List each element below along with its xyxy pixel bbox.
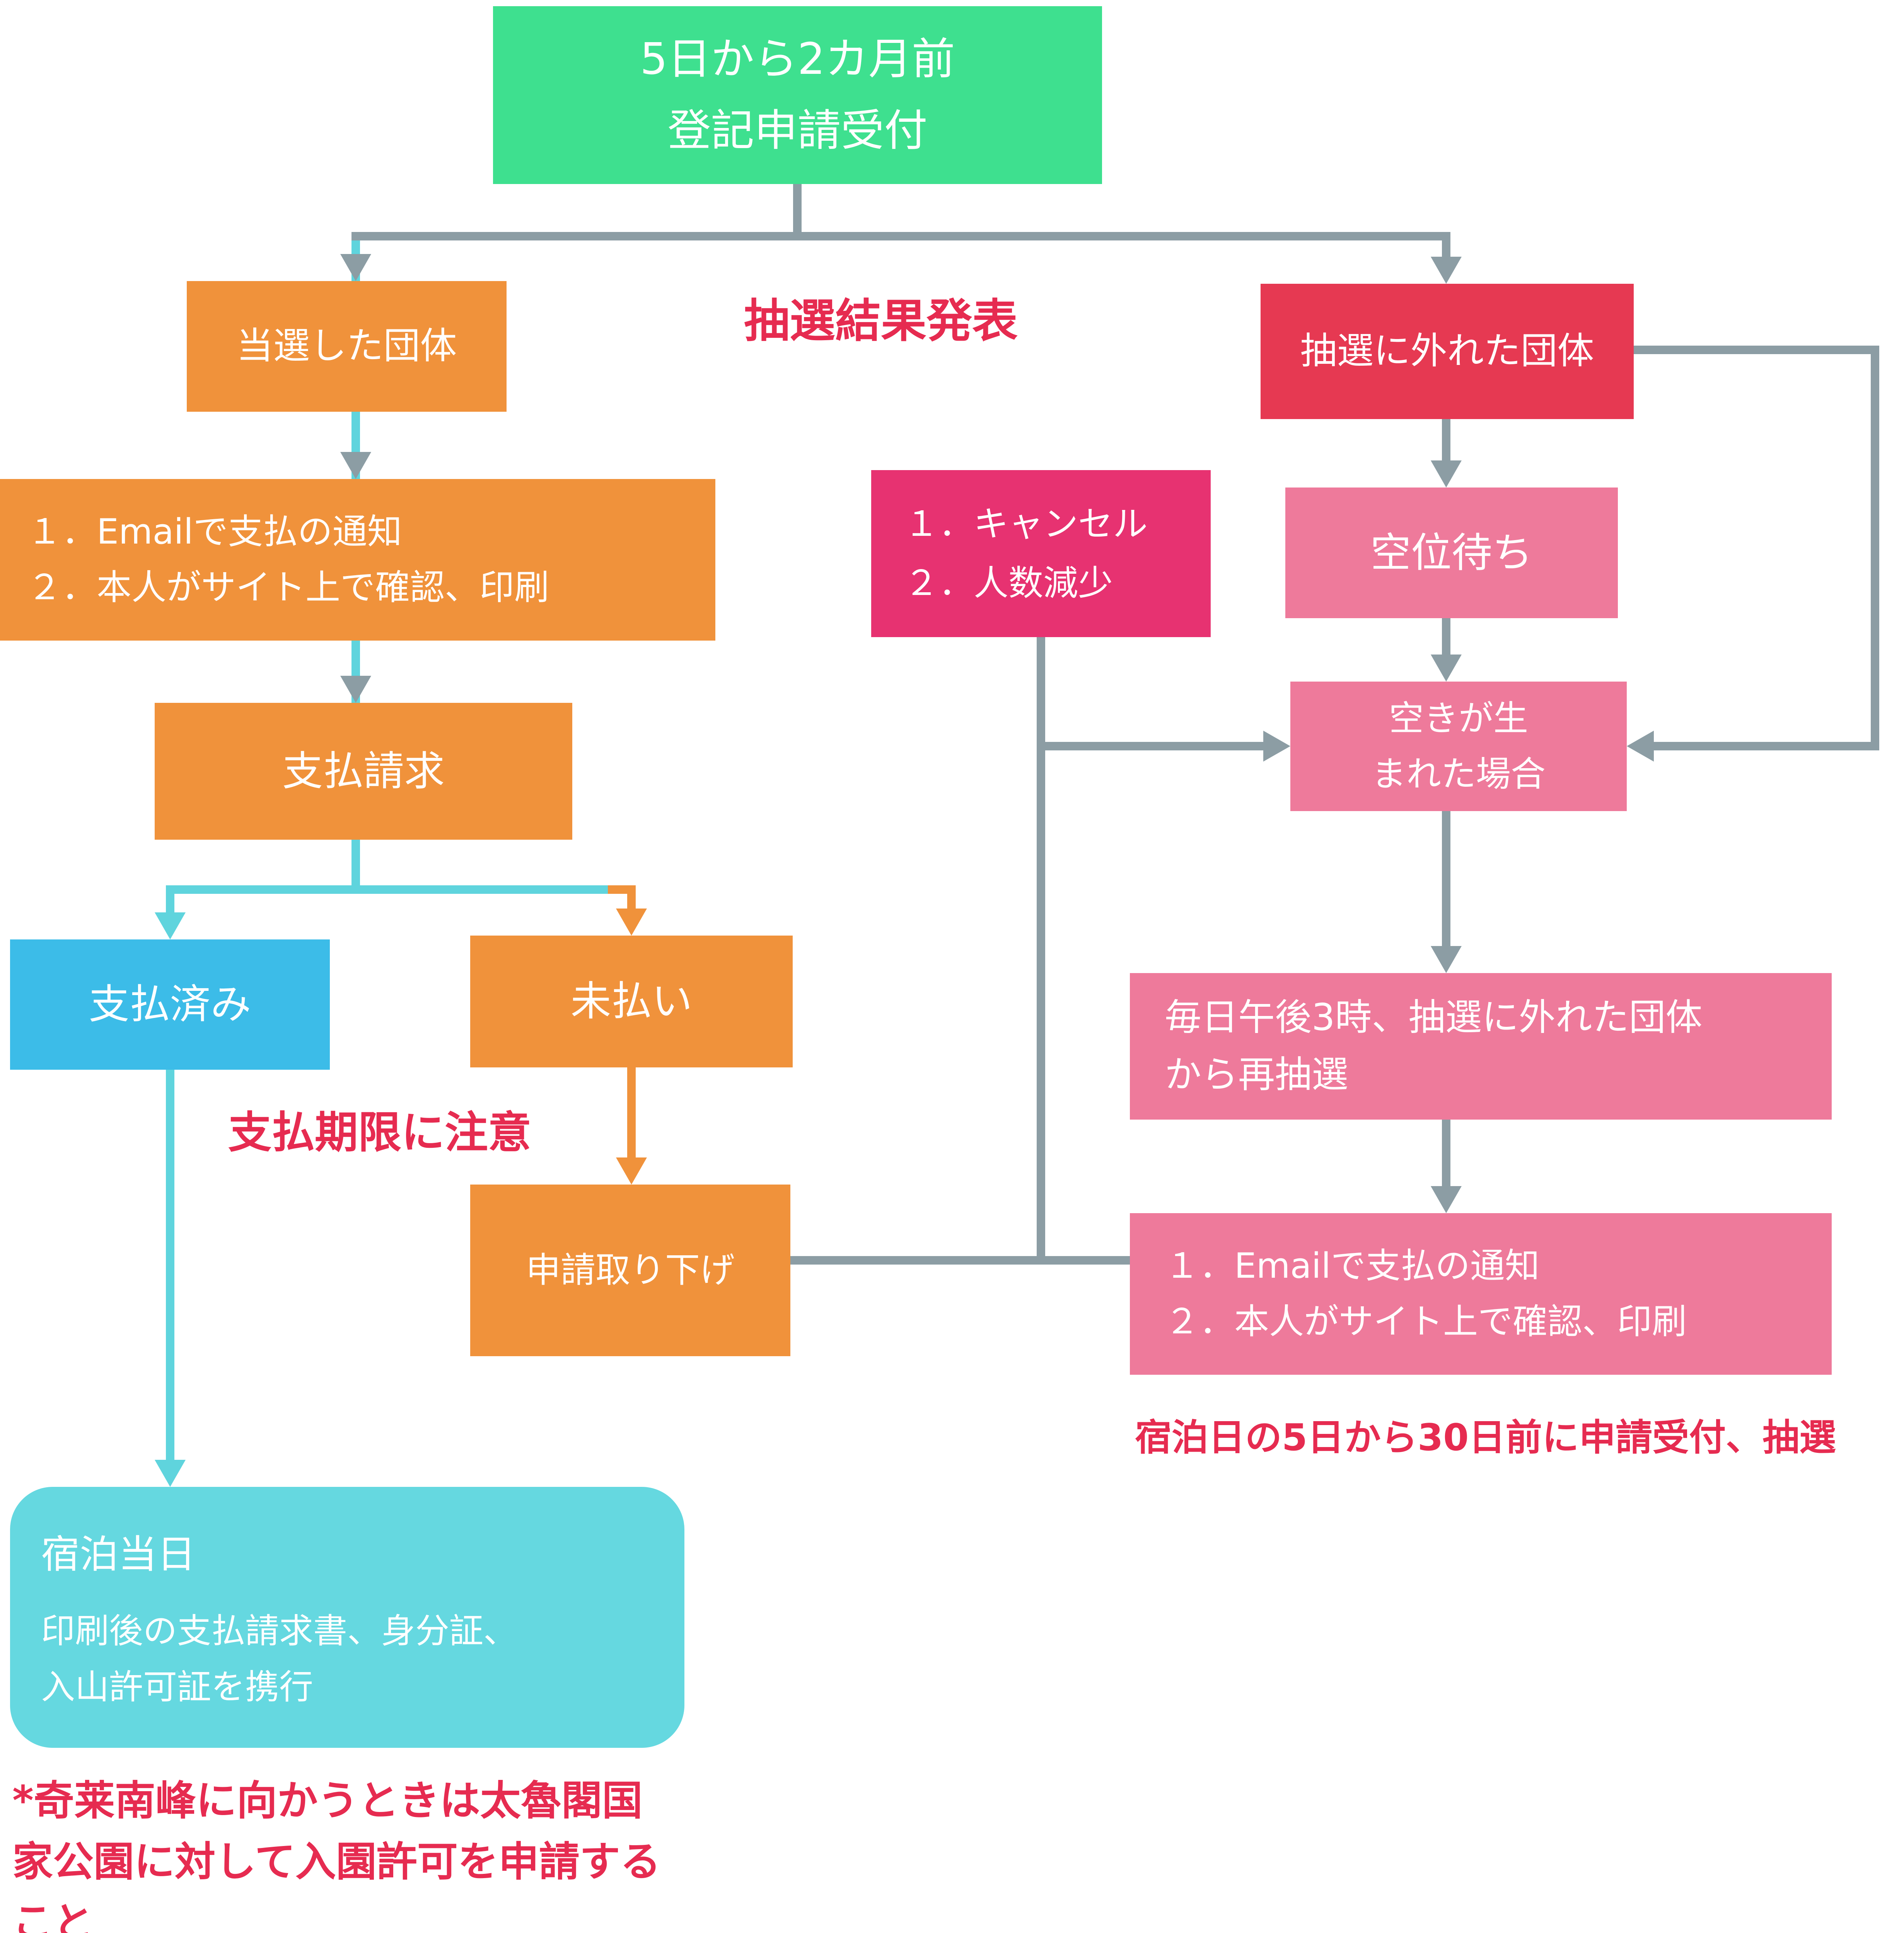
connector-cancel-vertical [1037, 637, 1045, 1265]
arrowhead-into-stay [155, 1460, 186, 1487]
node-cancel: １．キャンセル ２．人数減少 [871, 470, 1211, 637]
arrowhead-into-vacancy-top [1431, 655, 1462, 682]
connector-unpaid-to-withdraw [627, 1067, 636, 1160]
connector-split-horizontal [166, 885, 631, 894]
arrowhead-into-paid [155, 912, 186, 939]
arrowhead-into-unpaid [616, 909, 647, 936]
node-stay-day: 宿泊当日 印刷後の支払請求書、身分証、 入山許可証を携行 [10, 1487, 684, 1748]
arrowhead-into-email-right [1431, 1186, 1462, 1213]
arrowhead-into-payment-request [340, 676, 371, 703]
stay-day-title: 宿泊当日 [41, 1531, 196, 1577]
connector-withdraw-to-emailright [790, 1256, 1130, 1265]
annotation-footnote: *奇莱南峰に向かうときは太魯閣国 家公園に対して入園許可を申請する こと [12, 1777, 661, 1933]
stay-day-body: 印刷後の支払請求書、身分証、 入山許可証を携行 [41, 1611, 518, 1707]
arrowhead-into-lost [1431, 257, 1462, 284]
annotation-payment-deadline: 支払期限に注意 [228, 1108, 531, 1158]
node-email-right: １．Emailで支払の通知 ２．本人がサイト上で確認、印刷 [1130, 1213, 1832, 1375]
annotation-reapply-window: 宿泊日の5日から30日前に申請受付、抽選 [1135, 1417, 1836, 1459]
arrowhead-into-won [340, 254, 371, 281]
node-payment-request: 支払請求 [155, 703, 572, 840]
connector-paymentreq-stub [351, 840, 360, 894]
node-vacancy: 空きが生 まれた場合 [1290, 682, 1627, 811]
connector-paid-to-stay [166, 1070, 174, 1461]
connector-start-stub [793, 184, 802, 236]
node-withdraw: 申請取り下げ [470, 1185, 790, 1356]
node-start: 5日から2カ月前 登記申請受付 [493, 6, 1102, 184]
arrowhead-into-vacancy-right [1627, 731, 1654, 762]
node-redraw: 毎日午後3時、抽選に外れた団体 から再抽選 [1130, 973, 1832, 1120]
node-email-left: １．Emailで支払の通知 ２．本人がサイト上で確認、印刷 [0, 479, 715, 641]
connector-split-elbow-orange [608, 885, 631, 894]
connector-loop-vertical [1871, 346, 1879, 750]
node-won: 当選した団体 [187, 281, 507, 412]
connector-branch-horizontal [351, 232, 1450, 240]
connector-redraw-to-emailright [1442, 1120, 1450, 1187]
arrowhead-into-withdraw [616, 1157, 647, 1185]
arrowhead-into-redraw [1431, 946, 1462, 973]
connector-loop-to-vacancy [1654, 742, 1879, 750]
node-paid: 支払済み [10, 939, 330, 1070]
connector-waitlist-to-vacancy [1442, 618, 1450, 657]
node-unpaid: 未払い [470, 936, 793, 1067]
arrowhead-into-email-left [340, 452, 371, 479]
connector-lost-right-out [1634, 346, 1879, 354]
node-lost: 抽選に外れた団体 [1261, 284, 1634, 419]
annotation-lottery-result: 抽選結果発表 [744, 294, 1018, 348]
connector-vacancy-to-redraw [1442, 811, 1450, 948]
connector-split-to-unpaid [627, 885, 636, 910]
connector-lost-to-waitlist [1442, 419, 1450, 462]
arrowhead-into-waitlist [1431, 460, 1462, 488]
arrowhead-into-vacancy-left [1263, 731, 1290, 762]
connector-cancel-to-vacancy [1045, 742, 1263, 750]
connector-split-to-paid [166, 894, 174, 915]
node-waitlist: 空位待ち [1285, 488, 1618, 618]
